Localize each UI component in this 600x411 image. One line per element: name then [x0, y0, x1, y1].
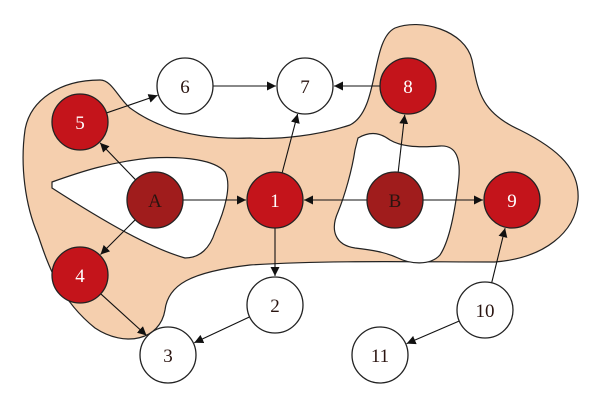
node-label: 9 [507, 191, 517, 212]
node-label: B [389, 191, 402, 212]
edge-B-to-8 [397, 114, 409, 173]
edge-2-to-3 [194, 316, 250, 344]
node-label: A [148, 191, 162, 212]
edge-A-to-4 [100, 219, 136, 255]
node-circle [139, 326, 197, 384]
node-2: 2 [246, 276, 304, 334]
node-label: 4 [75, 266, 85, 287]
edge-A-to-5 [99, 142, 136, 181]
edge-10-to-11 [406, 320, 460, 345]
shaded-region [22, 24, 579, 340]
node-circle [246, 171, 304, 229]
node-A: A [126, 171, 184, 229]
node-10: 10 [456, 281, 514, 339]
edges-layer [99, 81, 508, 345]
node-label: 11 [371, 346, 389, 367]
edge-4-to-3 [100, 293, 147, 336]
node-label: 1 [270, 191, 280, 212]
edge-5-to-6 [106, 94, 158, 114]
node-circle [126, 171, 184, 229]
node-label: 2 [270, 296, 280, 317]
node-circle [51, 93, 109, 151]
node-circle [276, 57, 334, 115]
node-1: 1 [246, 171, 304, 229]
node-9: 9 [483, 171, 541, 229]
edge-10-to-9 [491, 228, 508, 283]
node-6: 6 [156, 57, 214, 115]
node-label: 8 [403, 77, 413, 98]
node-circle [156, 57, 214, 115]
node-circle [51, 246, 109, 304]
node-circle [483, 171, 541, 229]
node-circle [456, 281, 514, 339]
node-5: 5 [51, 93, 109, 151]
node-circle [246, 276, 304, 334]
edge-1-to-7 [281, 113, 300, 174]
node-B: B [366, 171, 424, 229]
node-3: 3 [139, 326, 197, 384]
node-circle [366, 171, 424, 229]
node-label: 5 [75, 113, 85, 134]
region-outline [22, 24, 579, 340]
node-7: 7 [276, 57, 334, 115]
node-8: 8 [379, 57, 437, 115]
node-label: 10 [476, 301, 495, 322]
node-circle [379, 57, 437, 115]
node-4: 4 [51, 246, 109, 304]
nodes-layer: A B 1 2 3 4 5 6 7 8 9 10 11 [51, 57, 541, 384]
node-label: 7 [300, 77, 310, 98]
node-label: 3 [163, 346, 173, 367]
node-label: 6 [180, 77, 190, 98]
node-11: 11 [351, 326, 409, 384]
node-circle [351, 326, 409, 384]
